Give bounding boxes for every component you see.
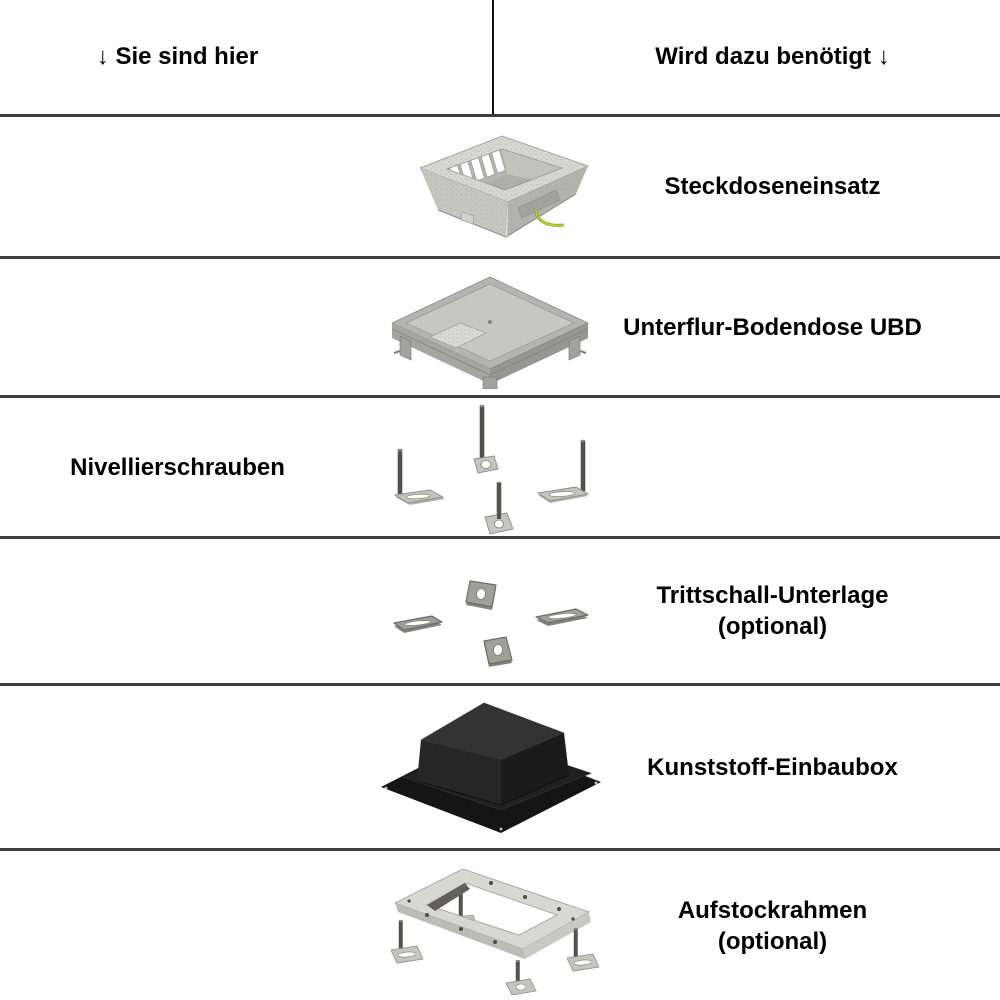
table-header: ↓ Sie sind hier Wird dazu benötigt ↓	[0, 0, 1000, 117]
column-header-you-are-here: ↓ Sie sind hier	[96, 43, 259, 70]
product-label-nivellierschrauben: Nivellierschrauben	[0, 398, 355, 536]
trittschall-unterlage-image	[350, 539, 630, 683]
product-label-text: Aufstockrahmen	[677, 896, 868, 924]
product-label-text: Trittschall-Unterlage	[656, 582, 889, 609]
product-label-steckdoseneinsatz: Steckdoseneinsatz	[545, 117, 1000, 256]
row-aufstockrahmen: Aufstockrahmen (optional)	[0, 851, 1000, 1000]
row-trittschall-unterlage: Trittschall-Unterlage (optional)	[0, 539, 1000, 686]
product-label-text: Nivellierschrauben	[70, 453, 285, 481]
product-label-unterflur-bodendose: Unterflur-Bodendose UBD	[545, 259, 1000, 395]
kunststoff-einbaubox-image	[350, 686, 630, 848]
aufstockrahmen-image	[370, 851, 650, 1000]
product-label-kunststoff-einbaubox: Kunststoff-Einbaubox	[545, 686, 1000, 848]
product-sublabel-text: (optional)	[717, 927, 828, 955]
row-kunststoff-einbaubox: Kunststoff-Einbaubox	[0, 686, 1000, 851]
column-header-needed: Wird dazu benötigt ↓	[655, 43, 890, 70]
row-steckdoseneinsatz: Steckdoseneinsatz	[0, 117, 1000, 259]
product-label-text: Kunststoff-Einbaubox	[647, 753, 898, 781]
column-divider-line	[492, 0, 494, 114]
steckdoseneinsatz-image	[350, 117, 630, 256]
row-unterflur-bodendose: Unterflur-Bodendose UBD	[0, 259, 1000, 398]
product-label-text: Steckdoseneinsatz	[664, 173, 881, 200]
row-nivellierschrauben: Nivellierschrauben	[0, 398, 1000, 539]
product-sublabel-text: (optional)	[717, 613, 828, 640]
product-label-aufstockrahmen: Aufstockrahmen (optional)	[545, 851, 1000, 1000]
nivellierschrauben-image	[350, 398, 630, 536]
product-label-text: Unterflur-Bodendose UBD	[623, 313, 922, 341]
unterflur-bodendose-image	[350, 259, 630, 395]
product-label-trittschall-unterlage: Trittschall-Unterlage (optional)	[545, 539, 1000, 683]
